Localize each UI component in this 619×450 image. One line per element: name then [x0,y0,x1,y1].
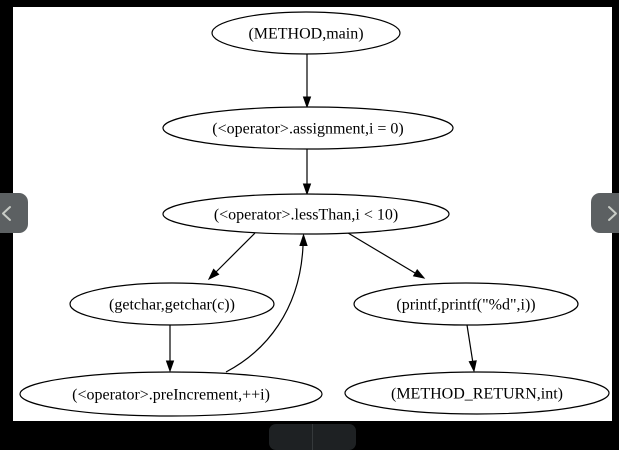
edge-lessthan-to-getchar [207,232,256,281]
edge-getchar-to-preincrement [165,325,175,373]
edge-main-to-assignment [302,54,312,109]
node-getchar: (getchar,getchar(c)) [69,282,275,326]
next-button[interactable] [591,193,619,233]
viewer-root: { "viewer": { "page_background": "#00000… [0,7,619,450]
node-less-than: (<operator>.lessThan,i < 10) [162,193,450,235]
node-label: (METHOD,main) [248,26,363,43]
edge-lessthan-to-printf [347,232,426,279]
node-method-return: (METHOD_RETURN,int) [344,371,610,415]
node-label: (<operator>.lessThan,i < 10) [214,207,398,224]
node-assignment: (<operator>.assignment,i = 0) [162,106,454,150]
toolbar-button-left[interactable] [269,424,312,450]
cpg-graph: (METHOD,main) (<operator>.assignment,i =… [19,11,610,417]
edge-assignment-to-lessthan [302,149,312,196]
node-label: (METHOD_RETURN,int) [391,386,563,403]
node-label: (getchar,getchar(c)) [109,297,235,314]
image-stage: (METHOD,main) (<operator>.assignment,i =… [0,7,619,450]
node-method-main: (METHOD,main) [211,11,401,55]
node-label: (<operator>.preIncrement,++i) [72,387,270,404]
prev-button[interactable] [0,193,28,233]
node-label: (<operator>.assignment,i = 0) [212,121,403,138]
edge-preincrement-to-lessthan [225,233,308,373]
chevron-left-icon [2,206,11,221]
bottom-toolbar[interactable] [269,424,356,450]
chevron-right-icon [608,206,617,221]
node-label: (printf,printf("%d",i)) [396,297,535,314]
edge-printf-to-methodreturn [466,324,477,373]
graph-canvas: (METHOD,main) (<operator>.assignment,i =… [13,7,612,421]
node-printf: (printf,printf("%d",i)) [353,282,579,326]
toolbar-button-right[interactable] [313,424,356,450]
node-pre-increment: (<operator>.preIncrement,++i) [19,371,323,417]
